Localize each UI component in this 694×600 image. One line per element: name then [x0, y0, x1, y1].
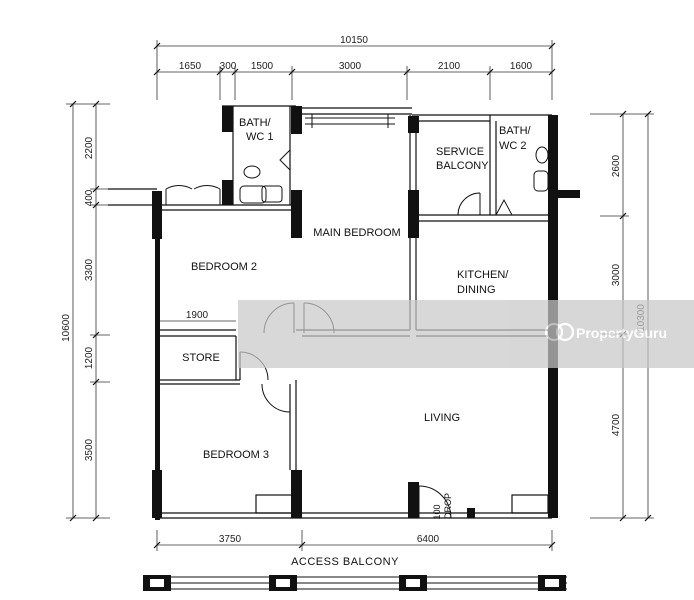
room-label-bedroom2: BEDROOM 2 — [191, 261, 257, 273]
bath1-fixtures — [239, 165, 283, 204]
access-balcony-post-cutouts — [150, 579, 559, 587]
room-label-bedroom3: BEDROOM 3 — [203, 449, 269, 461]
dim-bottom-2: 6400 — [417, 534, 440, 545]
bath2-fixtures — [533, 146, 549, 192]
dim-left-3: 3300 — [84, 258, 95, 281]
room-label-bath-wc1: BATH/ — [239, 117, 272, 129]
dim-right-1: 2600 — [611, 154, 622, 177]
dim-left-1: 2200 — [84, 136, 95, 159]
dim-overall-width: 10150 — [340, 35, 368, 46]
room-label-kitchen-dining: KITCHEN/ — [457, 269, 509, 281]
dim-left-4: 1200 — [84, 346, 95, 369]
dim-left-5: 3500 — [84, 438, 95, 461]
windows — [305, 114, 395, 128]
dim-store-width: 1900 — [186, 310, 209, 321]
room-label-main-bedroom: MAIN BEDROOM — [313, 227, 400, 239]
room-label-living: LIVING — [424, 412, 460, 424]
room-label-service-balcony: BALCONY — [436, 160, 489, 172]
door-note-100: 100 — [432, 504, 442, 519]
watermark-text: PropertyGuru — [576, 325, 667, 341]
room-label-bath-wc2: WC 2 — [499, 140, 527, 152]
dim-top-1: 1650 — [179, 61, 202, 72]
dim-top-3: 1500 — [251, 61, 274, 72]
dim-right-3: 4700 — [611, 413, 622, 436]
dim-top-6: 1600 — [510, 61, 533, 72]
dim-left-overall: 10600 — [61, 314, 72, 342]
dim-right-2: 3000 — [611, 263, 622, 286]
dimension-ticks — [69, 42, 652, 549]
watermark-logo-icon — [544, 322, 575, 342]
dim-left-2: 400 — [84, 189, 95, 206]
room-label-service-balcony: SERVICE — [436, 146, 484, 158]
room-label-kitchen-dining: DINING — [457, 284, 496, 296]
dim-top-5: 2100 — [438, 61, 461, 72]
room-label-bath-wc2: BATH/ — [499, 125, 532, 137]
dim-top-4: 3000 — [339, 61, 362, 72]
room-label-bath-wc1: WC 1 — [246, 131, 274, 143]
watermark: PropertyGuru — [238, 300, 694, 368]
dim-top-2: 300 — [220, 61, 237, 72]
door-note-drop: DROP — [443, 493, 453, 519]
access-balcony-railing — [145, 576, 567, 590]
access-balcony-label: ACCESS BALCONY — [291, 556, 399, 568]
room-label-store: STORE — [182, 352, 220, 364]
dim-bottom-1: 3750 — [219, 534, 242, 545]
